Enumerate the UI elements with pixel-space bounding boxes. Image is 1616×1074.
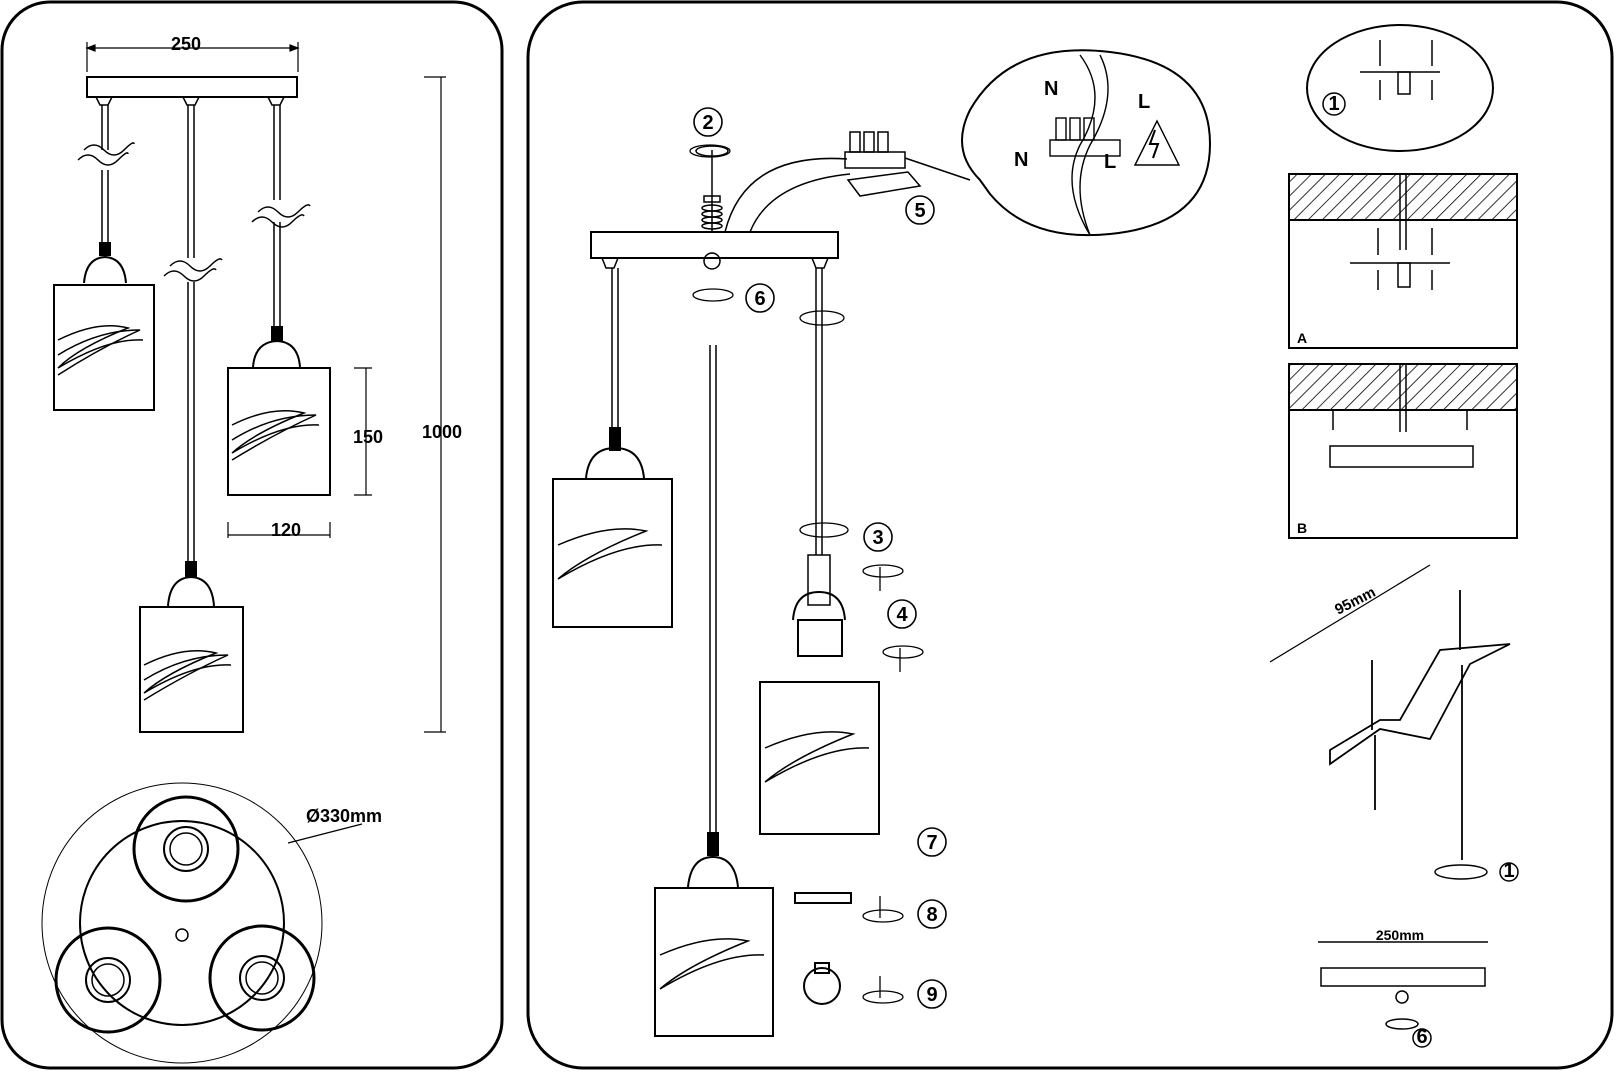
dim-height	[424, 76, 446, 733]
wire-l-bottom: L	[1104, 151, 1116, 173]
pendant-left	[53, 242, 155, 411]
pendant-center	[139, 561, 244, 733]
small-canopy	[1318, 941, 1488, 1048]
step-3-label: 3	[872, 527, 883, 549]
left-panel-frame	[0, 0, 504, 1070]
dim-shade	[227, 367, 372, 538]
variant-b-label: B	[1297, 520, 1307, 536]
step-8-label: 8	[926, 904, 937, 926]
wire-n-bottom: N	[1014, 149, 1028, 171]
mounting-bracket	[1269, 564, 1511, 860]
left-panel: 250	[0, 0, 504, 1070]
cords	[101, 105, 281, 565]
break-marks	[77, 142, 311, 282]
wire-l-top: L	[1138, 91, 1150, 113]
variant-a-label: A	[1297, 330, 1307, 346]
bracket-dim-label: 95mm	[1332, 584, 1378, 619]
wire-n-top: N	[1044, 78, 1058, 100]
step-7-label: 7	[926, 832, 937, 854]
wiring-detail	[1049, 54, 1181, 236]
dim-canopy-width-label: 250	[171, 34, 201, 54]
canopy-step-label: 6	[1416, 1026, 1427, 1048]
dim-canopy-width	[85, 42, 300, 72]
step-circles	[693, 107, 947, 1009]
dim-shade-width-label: 120	[271, 520, 301, 540]
step2-screw	[695, 145, 729, 270]
pendant-right	[227, 326, 331, 496]
right-area: 1 A B 95mm	[1269, 24, 1519, 1048]
canopy-dim-label: 250mm	[1376, 927, 1424, 943]
dim-height-label: 1000	[422, 422, 462, 442]
detail-bubble	[1306, 24, 1494, 152]
rotate-arrow-icons	[689, 144, 924, 1004]
plan-view	[41, 782, 363, 1064]
pendant-c3-parts	[759, 268, 880, 1005]
center-canopy	[590, 231, 839, 259]
step-6-label: 6	[754, 288, 765, 310]
right-step-1-label: 1	[1328, 93, 1339, 115]
step-9-label: 9	[926, 984, 937, 1006]
step-5-label: 5	[914, 200, 925, 222]
canopy-front	[86, 76, 298, 98]
center-panel: 2 6 5 3 4 7 8 9	[526, 0, 1614, 1070]
wiring-bubble	[961, 49, 1212, 237]
pendant-c2	[654, 345, 774, 1037]
terminal-block	[724, 131, 971, 233]
dim-diameter-label: Ø330mm	[306, 806, 382, 826]
step-4-label: 4	[896, 604, 908, 626]
pendant-c1	[552, 268, 673, 628]
dim-shade-height-label: 150	[353, 427, 383, 447]
bracket-step-label: 1	[1503, 860, 1514, 882]
center-panel-frame	[526, 0, 1614, 1070]
step-2-label: 2	[702, 112, 713, 134]
